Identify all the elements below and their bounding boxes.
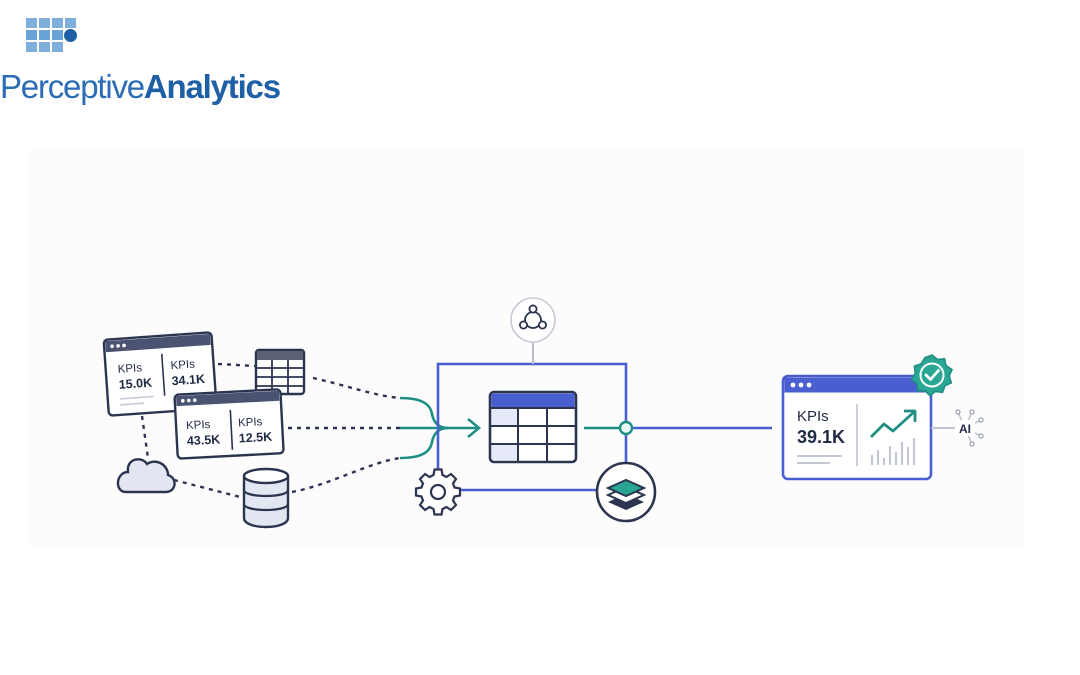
- cloud-icon: [116, 458, 176, 494]
- brand-logo: PerceptiveAnalytics: [0, 16, 281, 116]
- output-dashboard: KPIs 39.1K: [781, 374, 933, 481]
- source-dashboard-2: KPIs 43.5K KPIs 12.5K: [173, 388, 285, 460]
- checkmark-badge-icon: [910, 354, 954, 397]
- database-icon: [242, 467, 290, 529]
- dashboard-2-left-value: 43.5K: [187, 432, 221, 448]
- connector-database-to-funnel: [291, 456, 401, 494]
- network-icon: [510, 297, 556, 343]
- gear-icon: [414, 468, 462, 516]
- brand-word-perceptive: Perceptive: [0, 68, 145, 105]
- brand-word-analytics: Analytics: [143, 68, 281, 105]
- merge-arrow: [399, 396, 482, 460]
- dashboard-1-right-value: 34.1K: [171, 372, 205, 388]
- layers-icon: [595, 461, 657, 523]
- output-kpi-value: 39.1K: [797, 427, 845, 447]
- logo-grid-icon: [26, 18, 77, 52]
- central-table-icon: [488, 390, 578, 464]
- dashboard-1-left-label: KPIs: [117, 362, 142, 376]
- table-icon: [254, 348, 306, 396]
- dashboard-2-right-value: 12.5K: [238, 430, 272, 446]
- source-connectors: [140, 362, 401, 500]
- ai-node: AI: [931, 409, 984, 447]
- trend-chart-icon: [870, 409, 917, 465]
- connector-dashboard1-to-cloud: [140, 415, 150, 459]
- connector-cloud-to-database: [173, 478, 245, 500]
- ai-label: AI: [959, 422, 971, 436]
- brand-wordmark: PerceptiveAnalytics: [0, 68, 281, 105]
- processing-box: [436, 342, 772, 492]
- dashboard-1-left-value: 15.0K: [118, 376, 152, 392]
- connector-table-to-funnel: [312, 376, 401, 400]
- dashboard-1-right-label: KPIs: [170, 359, 195, 373]
- connector-dashboard1-to-table: [217, 362, 256, 368]
- output-kpi-label: KPIs: [797, 408, 829, 425]
- dashboard-2-right-label: KPIs: [238, 416, 263, 429]
- dashboard-2-left-label: KPIs: [186, 419, 211, 432]
